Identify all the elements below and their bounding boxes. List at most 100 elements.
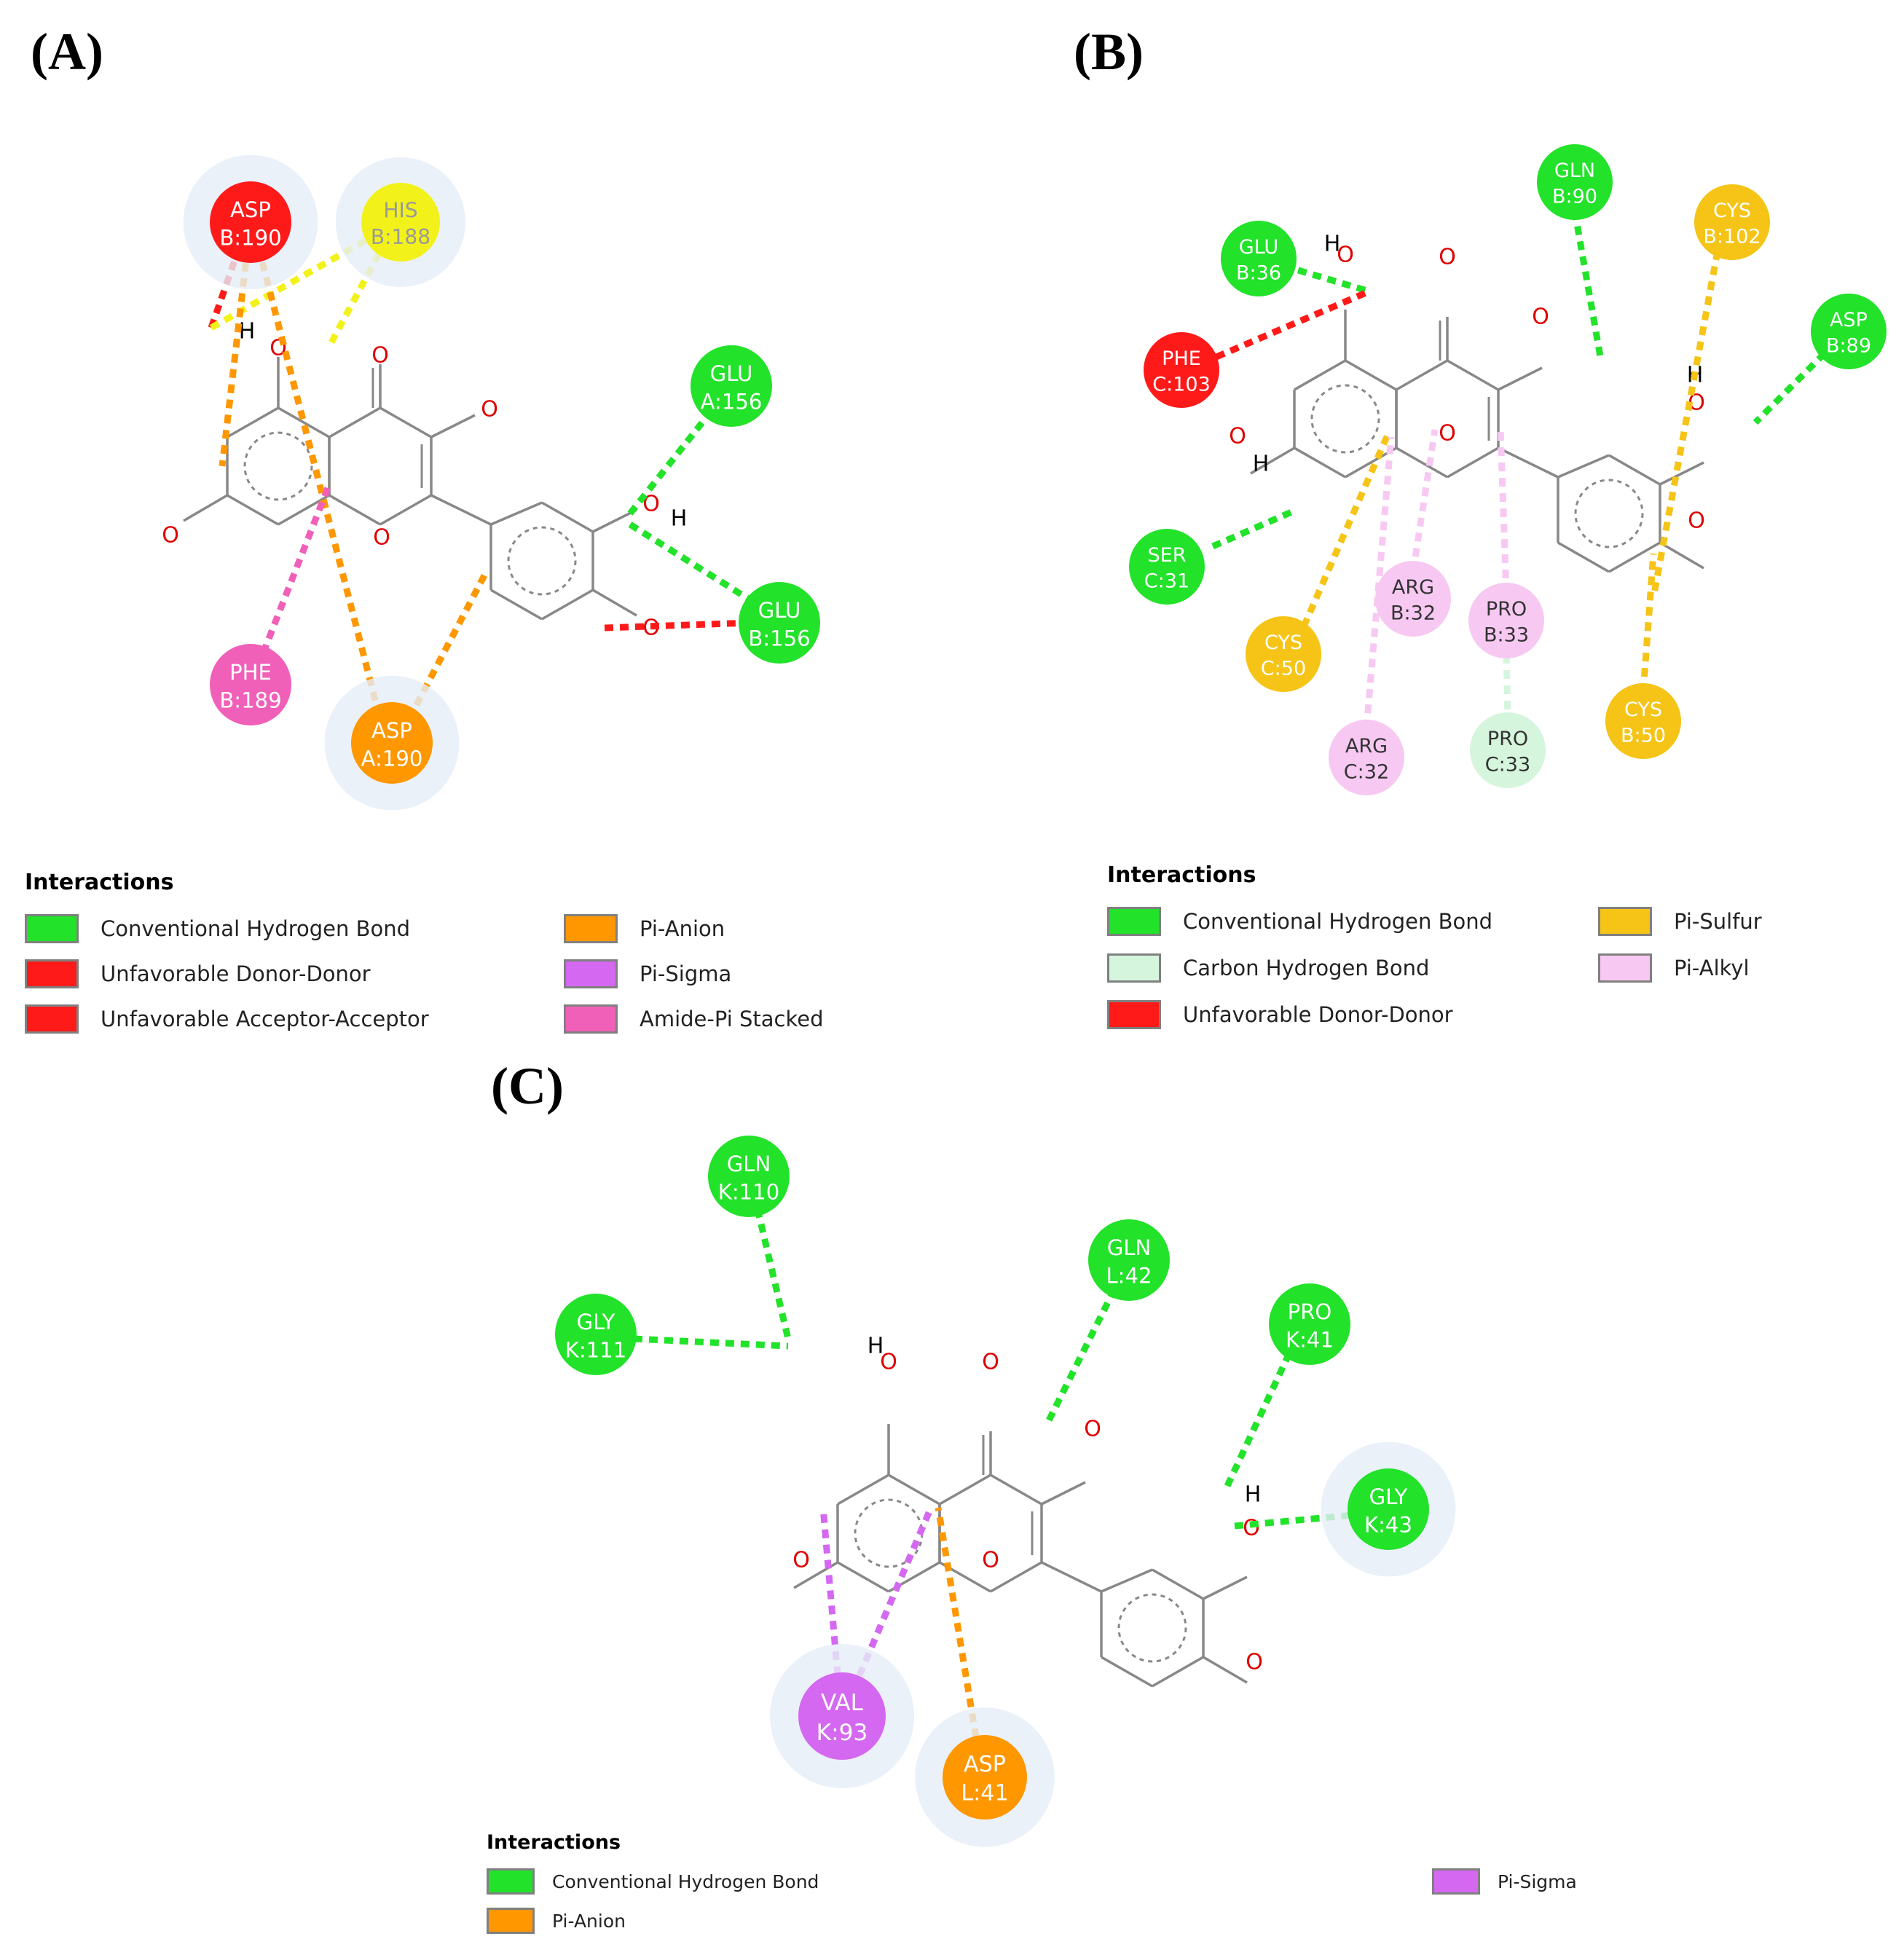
aromatic-ring (1310, 384, 1380, 454)
legend-item: Unfavorable Donor-Donor (1107, 998, 1453, 1031)
legend-label: Pi-Anion (640, 916, 725, 941)
hydrogen-atom: H (671, 506, 688, 532)
legend-title: Interactions (25, 870, 174, 895)
legend-swatch (25, 914, 79, 943)
residue-chain: K:43 (1364, 1512, 1412, 1537)
residue-node (1269, 1283, 1350, 1365)
legend-label: Pi-Sigma (640, 961, 732, 986)
interaction-line (1571, 211, 1605, 361)
oxygen-atom: O (642, 492, 660, 517)
bond (278, 406, 330, 438)
interaction-line (1211, 506, 1298, 550)
bond (430, 494, 492, 526)
oxygen-atom: O (371, 343, 389, 369)
bond (379, 406, 432, 438)
bond (1396, 359, 1448, 391)
interaction-line (1215, 288, 1371, 361)
interaction-line (1409, 429, 1439, 573)
legend-label: Unfavorable Acceptor-Acceptor (101, 1007, 429, 1031)
residue-node (1694, 184, 1770, 260)
residue-chain: K:93 (817, 1720, 868, 1746)
bond (1294, 359, 1346, 391)
residue-node (798, 1672, 886, 1760)
bond (1101, 1568, 1153, 1593)
aromatic-ring (243, 431, 313, 501)
legend-label: Pi-Sigma (1498, 1871, 1577, 1892)
bond (1152, 1656, 1204, 1688)
residue-chain: C:103 (1152, 373, 1211, 396)
bond (1345, 359, 1397, 391)
residue-node (210, 644, 291, 725)
residue-node (1329, 720, 1404, 795)
oxygen-atom: O (1688, 390, 1705, 416)
bond (990, 1561, 1042, 1593)
bond (227, 494, 279, 526)
legend-item: Amide-Pi Stacked (564, 1002, 824, 1036)
bond (1608, 541, 1661, 573)
residue-chain: C:33 (1485, 753, 1530, 776)
residue-name: ASP (371, 718, 412, 743)
hydrogen-atom: H (1324, 232, 1341, 257)
residue-chain: C:32 (1344, 760, 1389, 783)
residue-chain: A:156 (701, 389, 763, 414)
residue-name: GLY (1369, 1484, 1408, 1509)
interaction-line (754, 1208, 792, 1340)
residue-node (1811, 294, 1887, 369)
oxygen-atom: O (982, 1350, 999, 1375)
residue-name: PRO (1486, 598, 1527, 621)
legend-swatch (564, 914, 618, 943)
residue-name: CYS (1713, 200, 1751, 222)
oxygen-atom: O (1229, 424, 1246, 449)
bond (837, 1561, 889, 1593)
bond (1498, 447, 1559, 479)
legend-swatch (1107, 907, 1161, 936)
oxygen-atom: O (1439, 245, 1456, 270)
residue-chain: K:111 (565, 1337, 626, 1362)
legend-swatch (25, 1004, 79, 1034)
residue-chain: K:110 (718, 1179, 779, 1204)
bond (1557, 541, 1610, 573)
residue-node (1221, 221, 1297, 296)
residue-name: GLU (758, 598, 801, 623)
residue-name: CYS (1264, 632, 1302, 654)
legend-label: Unfavorable Donor-Donor (1183, 1002, 1453, 1027)
residue-chain: B:33 (1484, 624, 1529, 646)
interaction-line (633, 1335, 789, 1350)
legend-item: Conventional Hydrogen Bond (487, 1865, 819, 1898)
bond (1447, 447, 1499, 479)
bond (592, 589, 637, 617)
legend-item: Unfavorable Donor-Donor (25, 957, 371, 991)
legend-item: Pi-Alkyl (1598, 951, 1750, 985)
bond (592, 508, 637, 533)
residue-node (1088, 1219, 1170, 1301)
residue-name: HIS (383, 198, 417, 222)
bond (1447, 359, 1499, 391)
residue-name: GLN (1107, 1235, 1152, 1260)
bond (1557, 454, 1610, 479)
legend-item: Carbon Hydrogen Bond (1107, 951, 1429, 985)
legend-swatch (1107, 1000, 1161, 1029)
bond (541, 501, 594, 533)
legend-swatch (564, 1004, 618, 1034)
interaction-line (405, 573, 487, 723)
interaction-line (1752, 350, 1828, 425)
panel-b-label: (B) (1074, 23, 1144, 81)
bond (490, 589, 543, 621)
legend-swatch (1598, 907, 1652, 936)
legend-label: Amide-Pi Stacked (640, 1007, 824, 1031)
legend-label: Unfavorable Donor-Donor (101, 961, 371, 986)
bond (379, 494, 432, 526)
bond (990, 1474, 1042, 1506)
bond (278, 494, 330, 526)
bond (227, 406, 279, 438)
residue-chain: B:50 (1621, 724, 1666, 747)
oxygen-atom: O (880, 1350, 897, 1375)
interaction-line (1300, 432, 1392, 628)
bond (1041, 1481, 1086, 1506)
residue-chain: B:32 (1390, 602, 1436, 624)
legend-label: Pi-Alkyl (1674, 956, 1750, 980)
interaction-line (259, 487, 331, 657)
residue-node (1375, 561, 1451, 637)
bond (329, 494, 381, 526)
